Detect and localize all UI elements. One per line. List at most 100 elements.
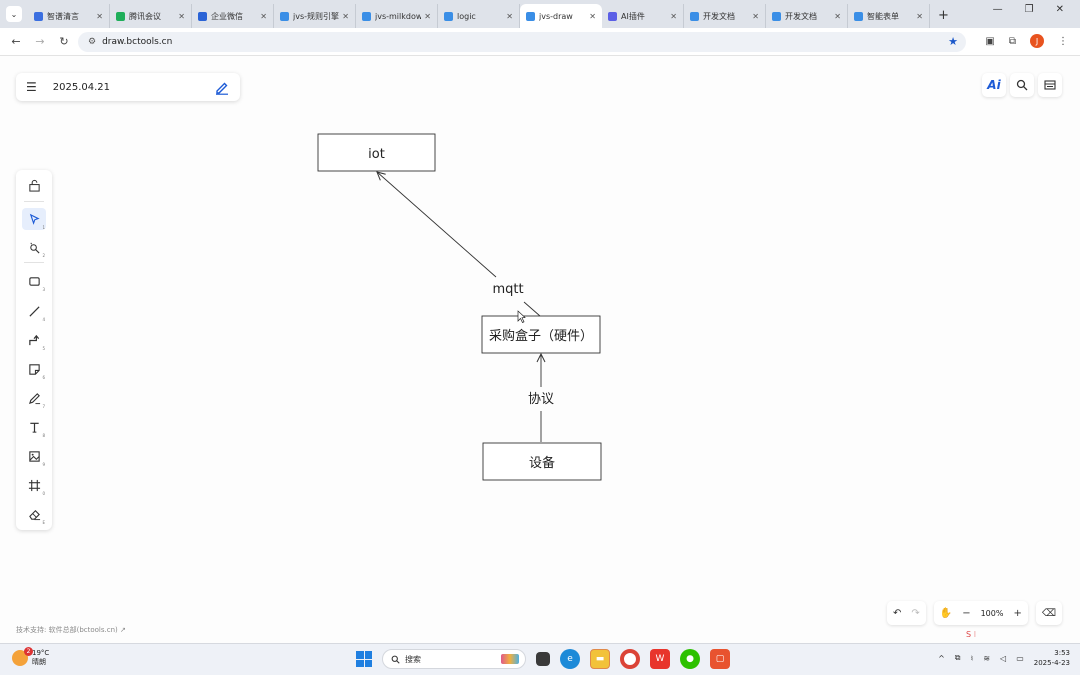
tool-hotkey: 7 bbox=[42, 404, 45, 409]
tab-search-button[interactable]: ⌄ bbox=[6, 6, 22, 22]
site-info-icon[interactable]: ⚙ bbox=[88, 37, 97, 47]
tab-close-icon[interactable]: ✕ bbox=[506, 11, 513, 21]
tab-favicon-icon bbox=[362, 11, 371, 21]
address-bar[interactable]: ⚙ draw.bctools.cn ★ bbox=[78, 32, 966, 52]
browser-tab[interactable]: jvs-milkdown✕ bbox=[356, 4, 438, 28]
node-iot[interactable]: iot bbox=[317, 133, 436, 172]
browser-tab[interactable]: AI插件✕ bbox=[602, 4, 684, 28]
tab-close-icon[interactable]: ✕ bbox=[96, 11, 103, 21]
volume-icon[interactable]: ◁ bbox=[1000, 653, 1007, 663]
zoom-out-icon[interactable]: − bbox=[962, 607, 971, 619]
tab-close-icon[interactable]: ✕ bbox=[834, 11, 841, 21]
windows-start-icon[interactable] bbox=[356, 651, 372, 667]
edge-label-protocol[interactable]: 协议 bbox=[528, 392, 554, 407]
new-tab-button[interactable]: + bbox=[938, 8, 949, 23]
drawing-canvas[interactable]: ☰ 2025.04.21 Ai 1 2 3 bbox=[0, 57, 1080, 643]
rectangle-icon bbox=[28, 276, 40, 286]
back-arrow-icon[interactable]: ← bbox=[11, 35, 21, 48]
node-purchase-box[interactable]: 采购盒子（硬件） bbox=[481, 315, 601, 354]
wps-icon[interactable]: W bbox=[650, 649, 670, 669]
forward-arrow-icon[interactable]: → bbox=[35, 35, 45, 48]
redo-icon[interactable]: ↷ bbox=[911, 607, 920, 619]
document-title[interactable]: 2025.04.21 bbox=[52, 81, 111, 93]
chrome-icon[interactable] bbox=[620, 649, 640, 669]
battery-icon[interactable]: ▭ bbox=[1016, 653, 1024, 663]
browser-tab[interactable]: jvs-规则引擎✕ bbox=[274, 4, 356, 28]
microphone-icon[interactable]: ♮ bbox=[970, 653, 974, 663]
reload-icon[interactable]: ↻ bbox=[59, 35, 69, 48]
library-icon[interactable] bbox=[1038, 73, 1062, 97]
tab-label: 智能表单 bbox=[867, 11, 899, 21]
tool-hotkey: 9 bbox=[42, 462, 45, 467]
tab-close-icon[interactable]: ✕ bbox=[260, 11, 267, 21]
line-tool-button[interactable]: 4 bbox=[22, 300, 46, 322]
clear-brush-icon[interactable]: ⌫ bbox=[1041, 607, 1056, 619]
floating-badge[interactable]: S ⁝ bbox=[966, 630, 977, 639]
windows-taskbar: 2 19°C 晴朗 搜索 e ▬ W ● ▢ ^ ⧉ ♮ ≋ ◁ ▭ 3:53 … bbox=[0, 643, 1080, 675]
app-red-icon[interactable]: ▢ bbox=[710, 649, 730, 669]
weather-widget[interactable]: 2 19°C 晴朗 bbox=[12, 647, 49, 667]
browser-tab[interactable]: logic✕ bbox=[438, 4, 520, 28]
taskbar-search[interactable]: 搜索 bbox=[382, 649, 526, 669]
wifi-icon[interactable]: ≋ bbox=[983, 653, 991, 663]
credit-link[interactable]: 技术支持: 软件总部(bctools.cn) ↗ bbox=[16, 626, 126, 634]
tab-close-icon[interactable]: ✕ bbox=[424, 11, 431, 21]
minimize-icon[interactable]: — bbox=[992, 4, 1003, 15]
hand-pan-icon[interactable]: ✋ bbox=[939, 607, 953, 619]
image-tool-button[interactable]: 9 bbox=[22, 445, 46, 467]
edge-mqtt-arrow[interactable] bbox=[377, 172, 497, 278]
browser-tab[interactable]: 开发文档✕ bbox=[766, 4, 848, 28]
select-tool-button[interactable]: 1 bbox=[22, 208, 46, 230]
wechat-icon[interactable]: ● bbox=[680, 649, 700, 669]
system-clock[interactable]: 3:53 2025-4-23 bbox=[1034, 648, 1070, 668]
edit-pencil-icon[interactable] bbox=[214, 79, 230, 95]
tray-chevron-icon[interactable]: ^ bbox=[938, 653, 945, 663]
menu-icon[interactable]: ☰ bbox=[26, 80, 37, 94]
rectangle-tool-button[interactable]: 3 bbox=[22, 270, 46, 292]
browser-tab[interactable]: jvs-draw✕ bbox=[520, 4, 602, 28]
tray-app-icon[interactable]: ⧉ bbox=[954, 653, 961, 662]
puzzle-icon[interactable]: ⧉ bbox=[1008, 35, 1016, 47]
zoom-in-icon[interactable]: + bbox=[1013, 607, 1022, 619]
tab-favicon-icon bbox=[526, 11, 535, 21]
note-tool-button[interactable]: 6 bbox=[22, 358, 46, 380]
more-menu-icon[interactable]: ⋮ bbox=[1058, 35, 1068, 47]
file-explorer-icon[interactable]: ▬ bbox=[590, 649, 610, 669]
browser-tab[interactable]: 企业微信✕ bbox=[192, 4, 274, 28]
zoom-level[interactable]: 100% bbox=[980, 608, 1004, 618]
browser-tab[interactable]: 腾讯会议✕ bbox=[110, 4, 192, 28]
edge-mqtt-segment-lower[interactable] bbox=[523, 301, 541, 317]
tab-close-icon[interactable]: ✕ bbox=[178, 11, 185, 21]
tab-close-icon[interactable]: ✕ bbox=[342, 11, 349, 21]
browser-tab[interactable]: 智谱清言✕ bbox=[28, 4, 110, 28]
extension-icon[interactable]: ▣ bbox=[985, 35, 995, 47]
bookmark-star-icon[interactable]: ★ bbox=[948, 35, 958, 48]
tab-close-icon[interactable]: ✕ bbox=[752, 11, 759, 21]
tab-close-icon[interactable]: ✕ bbox=[670, 11, 677, 21]
pen-tool-button[interactable]: 7 bbox=[22, 387, 46, 409]
tab-close-icon[interactable]: ✕ bbox=[916, 11, 923, 21]
tab-label: jvs-milkdown bbox=[375, 11, 422, 21]
undo-icon[interactable]: ↶ bbox=[892, 607, 902, 619]
maximize-icon[interactable]: ❐ bbox=[1024, 4, 1034, 15]
connector-tool-button[interactable]: 5 bbox=[22, 329, 46, 351]
toolbar-divider bbox=[24, 262, 44, 263]
eraser-tool-button[interactable]: E bbox=[22, 503, 46, 525]
edge-browser-icon[interactable]: e bbox=[560, 649, 580, 669]
profile-avatar[interactable]: J bbox=[1030, 34, 1044, 48]
tab-close-icon[interactable]: ✕ bbox=[589, 11, 596, 21]
browser-tab[interactable]: 开发文档✕ bbox=[684, 4, 766, 28]
task-view-icon[interactable] bbox=[536, 652, 550, 666]
frame-tool-button[interactable]: 0 bbox=[22, 474, 46, 496]
close-window-icon[interactable]: ✕ bbox=[1055, 4, 1064, 15]
sun-icon: 2 bbox=[12, 647, 33, 666]
node-device[interactable]: 设备 bbox=[482, 442, 602, 481]
tool-hotkey: 0 bbox=[42, 491, 45, 496]
text-tool-button[interactable]: 8 bbox=[22, 416, 46, 438]
laser-tool-button[interactable]: 2 bbox=[22, 236, 46, 258]
ai-button[interactable]: Ai bbox=[982, 73, 1006, 97]
lock-tool-button[interactable] bbox=[22, 174, 46, 196]
search-icon[interactable] bbox=[1010, 73, 1034, 97]
browser-tab[interactable]: 智能表单 ✕ bbox=[848, 4, 930, 28]
edge-label-mqtt[interactable]: mqtt bbox=[492, 282, 523, 297]
